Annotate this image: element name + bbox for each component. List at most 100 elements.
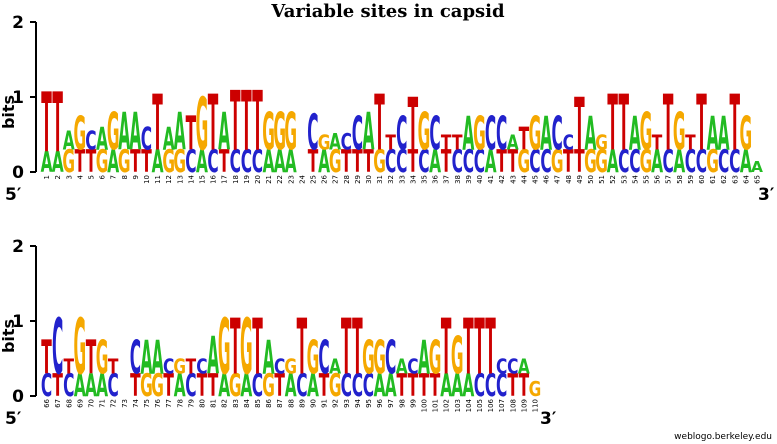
logo-letter-T: T bbox=[52, 367, 63, 404]
position-label: 110 bbox=[531, 399, 539, 412]
logo-letter-T: T bbox=[419, 367, 430, 404]
logo-letter-G: G bbox=[551, 143, 564, 180]
logo-letter-G: G bbox=[329, 367, 342, 404]
logo-letter-T: T bbox=[485, 303, 496, 393]
logo-letter-G: G bbox=[518, 143, 531, 180]
logo-letter-G: G bbox=[62, 143, 75, 180]
logo-letter-A: A bbox=[207, 326, 219, 386]
logo-letter-A: A bbox=[174, 367, 186, 404]
logo-letter-C: C bbox=[185, 143, 196, 180]
logo-letter-A: A bbox=[629, 108, 641, 162]
logo-letter-T: T bbox=[441, 131, 452, 155]
logo-letter-C: C bbox=[252, 367, 263, 404]
logo-letter-C: C bbox=[418, 143, 429, 180]
logo-letter-G: G bbox=[529, 108, 542, 162]
position-label: 107 bbox=[498, 399, 506, 412]
logo-letter-C: C bbox=[429, 108, 440, 162]
logo-letter-T: T bbox=[341, 303, 352, 393]
position-label: 44 bbox=[520, 174, 528, 183]
position-label: 63 bbox=[731, 175, 739, 184]
position-label: 43 bbox=[509, 175, 517, 184]
position-label: 84 bbox=[243, 398, 251, 407]
logo-letter-G: G bbox=[74, 303, 87, 393]
position-label: 11 bbox=[154, 175, 162, 184]
logo-letter-T: T bbox=[507, 367, 518, 404]
row-1-start-label: 5′ bbox=[5, 185, 22, 205]
position-label: 19 bbox=[243, 175, 251, 184]
logo-letter-C: C bbox=[241, 143, 252, 180]
position-label: 91 bbox=[321, 399, 329, 408]
logo-letter-A: A bbox=[163, 120, 175, 157]
row-2-tick-label-0: 0 bbox=[12, 387, 24, 407]
logo-letter-G: G bbox=[140, 367, 153, 404]
logo-letter-T: T bbox=[685, 131, 696, 155]
logo-letter-C: C bbox=[618, 143, 629, 180]
logo-letter-T: T bbox=[252, 303, 263, 393]
position-label: 70 bbox=[87, 399, 95, 408]
logo-letter-A: A bbox=[63, 125, 75, 155]
logo-letter-C: C bbox=[230, 143, 241, 180]
logo-letter-G: G bbox=[284, 355, 297, 379]
logo-letter-G: G bbox=[595, 131, 608, 155]
logo-letter-A: A bbox=[362, 102, 374, 162]
logo-letter-C: C bbox=[496, 367, 507, 404]
logo-letter-C: C bbox=[363, 367, 374, 404]
row-1-y-axis-label: bits bbox=[0, 95, 18, 129]
position-label: 49 bbox=[576, 175, 584, 184]
logo-letter-A: A bbox=[74, 367, 86, 404]
logo-letter-G: G bbox=[173, 143, 186, 180]
position-label: 83 bbox=[232, 399, 240, 408]
logo-letter-A: A bbox=[218, 102, 230, 162]
logo-letter-C: C bbox=[130, 332, 141, 386]
position-label: 6 bbox=[99, 174, 107, 179]
logo-letter-T: T bbox=[385, 131, 396, 155]
position-label: 16 bbox=[210, 174, 218, 183]
logo-letter-A: A bbox=[651, 143, 663, 180]
position-label: 34 bbox=[409, 174, 417, 183]
position-label: 80 bbox=[198, 399, 206, 408]
position-label: 64 bbox=[742, 174, 750, 183]
logo-letter-C: C bbox=[463, 143, 474, 180]
position-label: 95 bbox=[365, 399, 373, 408]
logo-letter-G: G bbox=[318, 131, 331, 155]
logo-letter-T: T bbox=[75, 143, 86, 180]
logo-letter-G: G bbox=[307, 332, 320, 386]
logo-letter-C: C bbox=[352, 367, 363, 404]
row-2-end-label: 3′ bbox=[540, 409, 557, 429]
logo-letter-T: T bbox=[618, 79, 629, 169]
logo-letter-T: T bbox=[729, 79, 740, 169]
logo-letter-A: A bbox=[329, 128, 341, 155]
position-label: 100 bbox=[420, 399, 428, 412]
logo-letter-A: A bbox=[751, 158, 763, 176]
logo-letter-A: A bbox=[285, 143, 297, 180]
position-label: 79 bbox=[187, 399, 195, 408]
logo-letter-C: C bbox=[396, 108, 407, 162]
logo-letter-C: C bbox=[474, 367, 485, 404]
position-label: 35 bbox=[420, 175, 428, 184]
logo-letter-T: T bbox=[130, 143, 141, 180]
logo-letter-T: T bbox=[186, 355, 197, 379]
logo-letter-G: G bbox=[373, 332, 386, 386]
logo-letter-A: A bbox=[174, 102, 186, 162]
row-1-end-label: 3′ bbox=[758, 185, 775, 205]
logo-letter-T: T bbox=[519, 120, 530, 157]
position-label: 7 bbox=[110, 175, 118, 179]
logo-letter-T: T bbox=[319, 367, 330, 404]
position-label: 97 bbox=[387, 399, 395, 408]
logo-letter-A: A bbox=[451, 367, 463, 404]
logo-letter-C: C bbox=[662, 143, 673, 180]
position-label: 48 bbox=[565, 175, 573, 184]
position-label: 90 bbox=[309, 399, 317, 408]
logo-letter-A: A bbox=[118, 102, 130, 162]
logo-letter-G: G bbox=[373, 143, 386, 180]
logo-letter-T: T bbox=[352, 143, 363, 180]
logo-letter-A: A bbox=[540, 108, 552, 162]
position-label: 67 bbox=[54, 399, 62, 408]
logo-letter-G: G bbox=[173, 355, 186, 379]
logo-letter-C: C bbox=[252, 143, 263, 180]
logo-letter-T: T bbox=[152, 79, 163, 169]
logo-letter-T: T bbox=[408, 367, 419, 404]
logo-letter-C: C bbox=[341, 128, 352, 155]
logo-letter-A: A bbox=[129, 102, 141, 162]
